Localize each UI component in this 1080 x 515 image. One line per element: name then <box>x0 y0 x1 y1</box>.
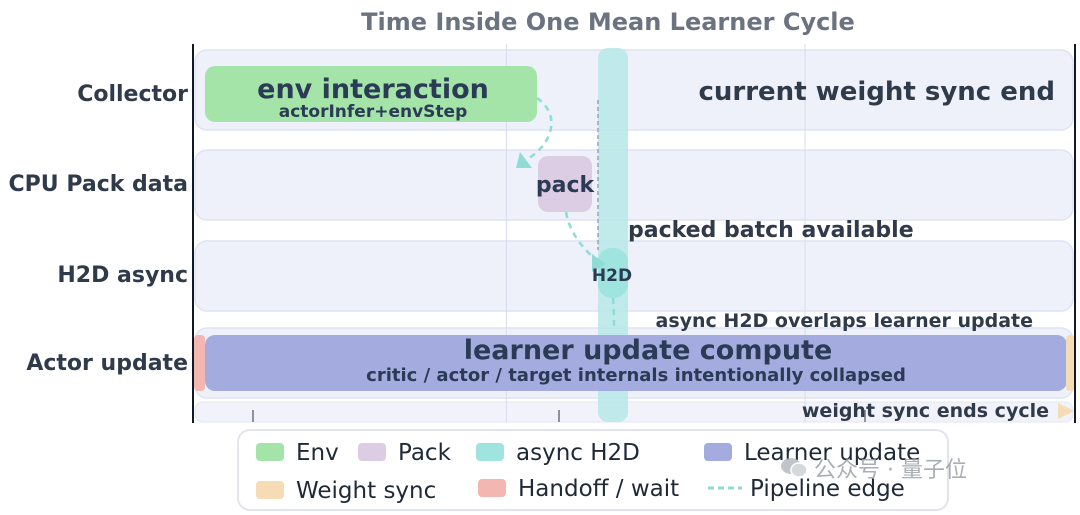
annotation: async H2D overlaps learner update <box>656 310 1034 332</box>
legend-swatch <box>256 481 284 499</box>
chart-title: Time Inside One Mean Learner Cycle <box>361 8 855 36</box>
chat-bubble-icon <box>781 458 808 478</box>
annotation: weight sync ends cycle <box>802 400 1049 422</box>
bar-sublabel: critic / actor / target internals intent… <box>366 365 906 386</box>
legend-swatch <box>704 443 732 461</box>
bar-sublabel: actorInfer+envStep <box>279 102 468 122</box>
bar-async-h2d <box>598 248 628 298</box>
bar-label: H2D <box>592 266 632 286</box>
bar-handoff-wait <box>194 335 205 391</box>
bar-env <box>205 66 537 122</box>
legend-box <box>237 429 949 511</box>
legend-label: Env <box>296 440 339 466</box>
annotation: current weight sync end <box>698 77 1055 107</box>
legend-swatch <box>476 443 504 461</box>
watermark-text: 公众号 · 量子位 <box>814 458 967 483</box>
annotation: packed batch available <box>628 218 914 243</box>
pipeline-edge-arrow <box>592 254 606 272</box>
bar-label: env interaction <box>257 74 489 105</box>
bar-pack <box>538 156 592 212</box>
legend-label: async H2D <box>516 440 640 466</box>
overlap-band <box>598 48 628 422</box>
lane-label: CPU Pack data <box>9 172 188 197</box>
lane-label: H2D async <box>57 263 188 288</box>
cycle-end-arrow <box>1058 403 1074 419</box>
legend-label: Weight sync <box>296 478 436 504</box>
lane-background <box>194 240 1074 312</box>
bar-label: learner update compute <box>464 335 833 366</box>
bar-learner-update <box>205 335 1067 391</box>
legend-label: Pack <box>398 440 452 466</box>
lane-label: Collector <box>77 82 188 107</box>
legend-label: Handoff / wait <box>518 476 679 502</box>
bar-label: pack <box>536 173 596 198</box>
legend-label: Learner update <box>744 440 920 466</box>
legend-label: Pipeline edge <box>750 476 905 502</box>
lane-background <box>194 401 1074 423</box>
watermark: 公众号 · 量子位 <box>780 452 967 484</box>
legend-swatch <box>478 479 506 497</box>
legend-swatch <box>358 443 386 461</box>
bar-weight-sync <box>1066 335 1075 391</box>
lane-label: Actor update <box>26 351 188 376</box>
lane-background <box>194 149 1074 221</box>
pipeline-edge <box>611 297 616 331</box>
pipeline-edge-arrow <box>516 152 532 168</box>
legend-swatch <box>256 443 284 461</box>
